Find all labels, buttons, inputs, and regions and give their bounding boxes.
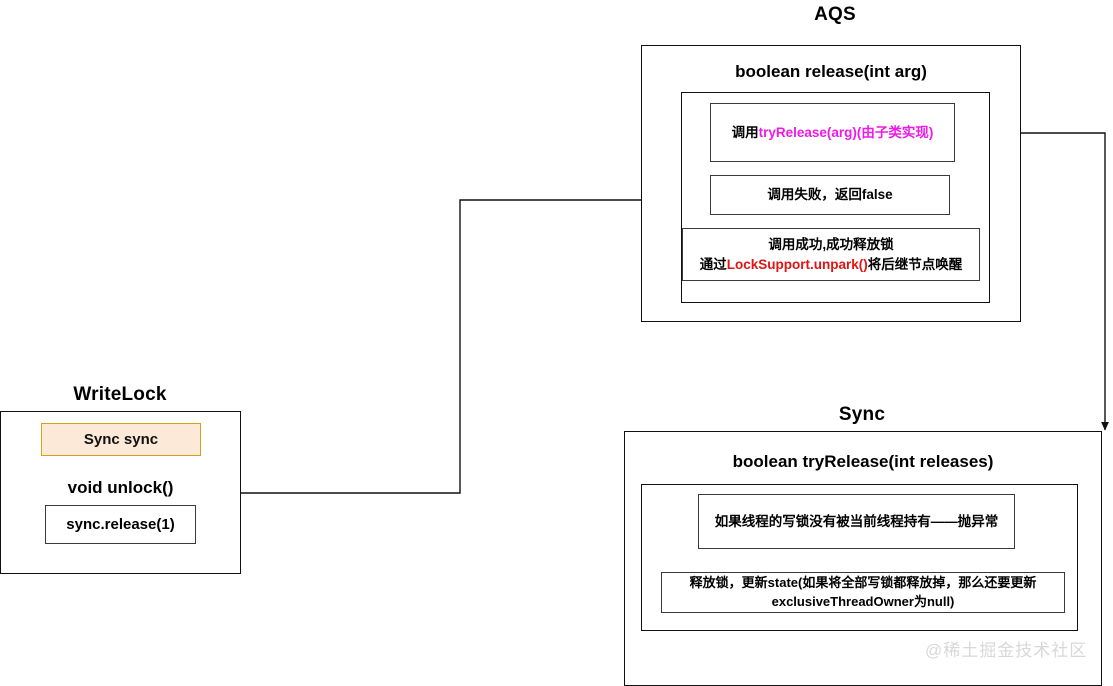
aqs-step-call-success: 调用成功,成功释放锁 通过LockSupport.unpark()将后继节点唤醒 (682, 228, 980, 281)
watermark: @稀土掘金技术社区 (925, 641, 1088, 660)
aqs-step-call-tryrelease-text: 调用tryRelease(arg)(由子类实现) (726, 121, 940, 145)
writelock-field-sync: Sync sync (41, 423, 201, 456)
aqs-release-method-label: boolean release(int arg) (735, 62, 927, 81)
sync-step-release-update-state-line1: 释放锁，更新state(如果将全部写锁都释放掉，那么还要更新 (689, 574, 1037, 590)
sync-step-release-update-state: 释放锁，更新state(如果将全部写锁都释放掉，那么还要更新 exclusive… (661, 572, 1065, 613)
aqs-step-call-failed-text: 调用失败，返回false (767, 187, 893, 203)
aqs-step-call-failed: 调用失败，返回false (710, 175, 950, 215)
aqs-step-call-success-line2-suffix: 将后继节点唤醒 (867, 256, 963, 272)
sync-tryrelease-method-label: boolean tryRelease(int releases) (732, 452, 994, 471)
sync-title: Sync (838, 404, 886, 425)
arrow-writelock-to-aqs-release (240, 196, 680, 494)
aqs-step-call-tryrelease-highlight: tryRelease(arg)(由子类实现) (758, 124, 934, 140)
aqs-step-call-success-line2-prefix: 通过 (699, 256, 727, 272)
aqs-step-call-tryrelease-prefix: 调用 (731, 124, 759, 140)
aqs-step-call-tryrelease: 调用tryRelease(arg)(由子类实现) (710, 103, 955, 162)
writelock-title: WriteLock (73, 384, 167, 405)
sync-step-release-update-state-text: 释放锁，更新state(如果将全部写锁都释放掉，那么还要更新 exclusive… (684, 572, 1043, 614)
writelock-unlock-method-label: void unlock() (67, 478, 174, 497)
sync-step-throw-if-not-held-text: 如果线程的写锁没有被当前线程持有——抛异常 (714, 513, 999, 529)
aqs-step-call-success-line2-highlight: LockSupport.unpark() (726, 256, 868, 272)
sync-step-throw-if-not-held: 如果线程的写锁没有被当前线程持有——抛异常 (698, 494, 1015, 549)
aqs-step-call-success-line1: 调用成功,成功释放锁 (768, 236, 894, 252)
sync-step-release-update-state-line2: exclusiveThreadOwner为null) (771, 593, 955, 609)
aqs-title: AQS (814, 4, 856, 25)
aqs-step-call-success-line2: 通过LockSupport.unpark()将后继节点唤醒 (700, 255, 963, 275)
aqs-step-call-success-text: 调用成功,成功释放锁 通过LockSupport.unpark()将后继节点唤醒 (694, 233, 969, 276)
writelock-statement-sync-release-text: sync.release(1) (66, 515, 175, 533)
writelock-statement-sync-release: sync.release(1) (45, 505, 196, 544)
